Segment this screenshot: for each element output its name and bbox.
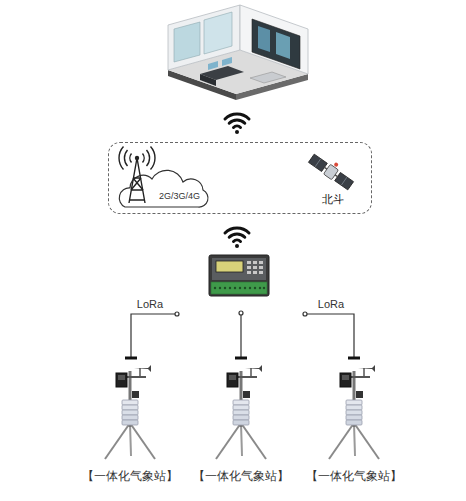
data-logger-picture (244, 287, 246, 289)
data-logger-picture (259, 266, 263, 269)
cell-tower-picture (119, 147, 155, 204)
control-room-picture (222, 57, 232, 66)
wifi-symbol (235, 130, 239, 134)
data-logger-picture (234, 287, 236, 289)
wire-end (239, 311, 243, 315)
control-room-picture (258, 26, 270, 52)
data-logger-picture (253, 261, 257, 264)
wifi-symbol (235, 244, 239, 248)
cell-tower-picture (130, 154, 132, 163)
lora-wire (307, 314, 354, 357)
cell-tower-picture (119, 147, 208, 208)
wire-end (175, 312, 179, 316)
cell-tower-picture (143, 154, 145, 163)
data-logger-picture (214, 287, 265, 289)
weather-station-figure (216, 365, 266, 459)
lora-wire (131, 314, 354, 357)
control-room-picture (204, 12, 232, 54)
cell-tower-picture (119, 147, 123, 170)
control-room-picture (208, 61, 218, 70)
wifi-symbol (229, 234, 245, 237)
control-room-picture (252, 19, 300, 69)
wifi-symbol (225, 228, 249, 233)
data-logger-picture (212, 258, 266, 280)
wire-end (175, 311, 307, 316)
cell-tower-picture (124, 150, 127, 166)
station-label: 【一体化气象站】 (306, 470, 402, 484)
wifi-symbol (234, 126, 241, 127)
weather-station-figure (105, 365, 155, 459)
control-room-picture (200, 74, 216, 86)
wire-terminal (235, 357, 247, 360)
weather-station: 【一体化气象站】 (298, 364, 410, 486)
cell-tower-picture (130, 178, 144, 200)
data-logger-picture (211, 282, 267, 294)
link-label: LoRa (318, 298, 344, 311)
data-logger-picture (253, 271, 257, 274)
data-logger-picture (259, 271, 263, 274)
weather-station-figure (329, 365, 379, 459)
lora-wire (240, 315, 241, 357)
satellite-picture (335, 172, 354, 189)
satellite-picture (308, 154, 327, 171)
cell-tower-picture (151, 147, 155, 170)
wifi-symbol (225, 228, 249, 248)
cell-tower-picture (119, 170, 208, 207)
data-logger-picture (209, 255, 269, 296)
data-logger-picture (254, 287, 256, 289)
wire-terminal (125, 357, 137, 360)
cell-tower-picture (135, 156, 139, 160)
station-label: 【一体化气象站】 (193, 470, 289, 484)
weather-station: 【一体化气象站】 (185, 364, 297, 486)
control-room-picture (250, 72, 286, 83)
control-room-picture (276, 32, 290, 59)
data-logger-picture (224, 287, 226, 289)
data-logger-picture (247, 261, 263, 274)
data-logger-picture (239, 287, 241, 289)
network-panel: 2G/3G/4G 北斗 (108, 142, 372, 214)
satellite-picture (341, 177, 347, 185)
data-logger-picture (209, 255, 269, 296)
station-label: 【一体化气象站】 (82, 470, 178, 484)
data-logger-picture (247, 266, 251, 269)
data-logger-picture (214, 287, 216, 289)
wifi-symbol (234, 240, 241, 241)
wifi-symbol (229, 120, 245, 123)
data-logger-picture (247, 271, 251, 274)
data-logger-picture (229, 287, 231, 289)
control-room-picture (174, 22, 200, 62)
cell-tower-picture (129, 158, 145, 203)
lora-wire (131, 314, 175, 357)
control-room-picture (168, 5, 308, 100)
wire-end (303, 312, 307, 316)
satellite-picture (308, 149, 357, 190)
satellite-picture (315, 159, 321, 167)
link-label: LoRa (137, 298, 163, 311)
data-logger-picture (263, 287, 265, 289)
network-label: 2G/3G/4G (159, 191, 200, 201)
wifi-symbol (225, 114, 249, 119)
wire-terminal (348, 357, 360, 360)
data-logger-picture (216, 261, 243, 272)
data-logger-picture (259, 261, 263, 264)
cell-tower-picture (147, 150, 150, 166)
wire-terminal (125, 357, 360, 360)
weather-station: 【一体化气象站】 (74, 364, 186, 486)
data-logger-picture (247, 261, 251, 264)
control-room-picture (240, 5, 308, 74)
wifi-symbol (225, 114, 249, 134)
satellite-picture (333, 162, 339, 168)
control-room-picture (168, 5, 240, 70)
data-logger-picture (259, 287, 261, 289)
data-logger-picture (219, 287, 221, 289)
data-logger-picture (249, 287, 251, 289)
data-logger-picture (253, 266, 257, 269)
satellite-label: 北斗 (322, 193, 344, 206)
